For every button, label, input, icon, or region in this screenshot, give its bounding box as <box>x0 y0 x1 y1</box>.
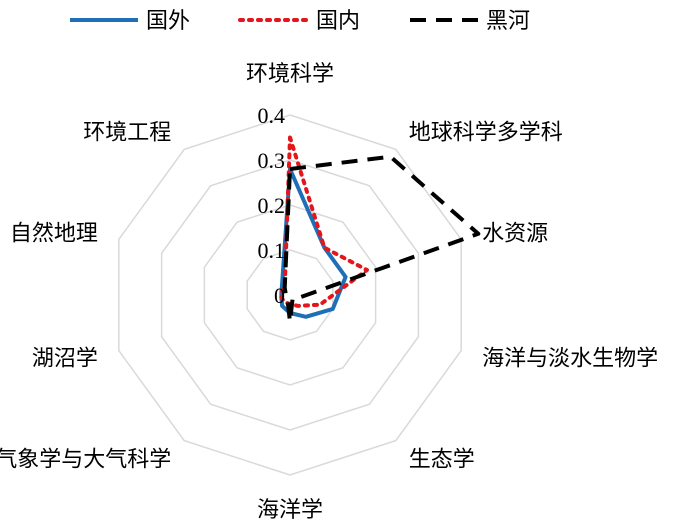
category-label: 海洋与淡水生物学 <box>482 346 658 371</box>
radar-grid <box>118 114 462 476</box>
radial-tick-label: 0 <box>274 283 285 308</box>
grid-ring-1 <box>246 249 334 341</box>
series-line-0 <box>279 167 348 319</box>
category-label: 环境科学 <box>246 62 334 87</box>
category-label: 地球科学多学科 <box>409 121 563 146</box>
grid-ring-3 <box>160 159 420 431</box>
legend-label: 国外 <box>146 9 190 34</box>
series-layer <box>279 135 481 324</box>
grid-ring-4 <box>118 114 462 476</box>
grid-ring-2 <box>203 204 377 386</box>
category-label: 生态学 <box>409 447 475 472</box>
category-label: 气象学与大气科学 <box>0 447 171 472</box>
category-label: 水资源 <box>482 222 548 247</box>
radial-tick-label: 0.4 <box>258 103 286 128</box>
category-label: 自然地理 <box>10 222 98 247</box>
category-label: 海洋学 <box>257 498 323 523</box>
category-label: 环境工程 <box>83 121 171 146</box>
radial-tick-label: 0.3 <box>258 148 286 173</box>
legend-label: 国内 <box>316 9 360 34</box>
category-label: 湖沼学 <box>32 346 98 371</box>
series-line-2 <box>282 154 481 324</box>
radial-ticks: 0 0.1 0.2 0.3 0.4 <box>258 103 286 308</box>
radial-tick-label: 0.1 <box>258 238 286 263</box>
legend-label: 黑河 <box>486 9 530 34</box>
radial-tick-label: 0.2 <box>258 193 286 218</box>
legend: 国外 国内 黑河 <box>70 9 530 34</box>
